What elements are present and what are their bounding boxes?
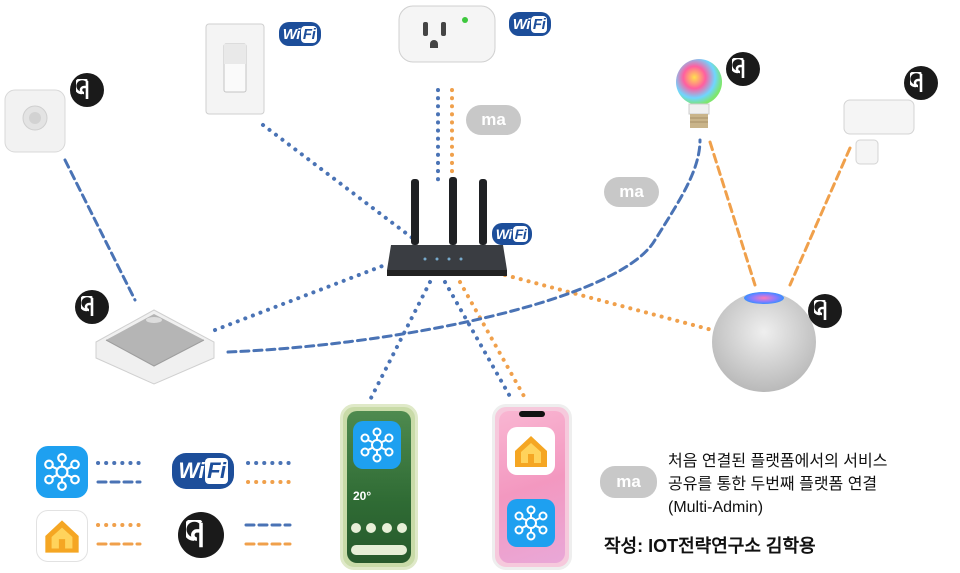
android-phone: 20° [340, 404, 418, 570]
multi-admin-badge: ma [604, 177, 659, 207]
link-bulb-homepod [708, 140, 757, 287]
legend-ma-line2: 공유를 통한 두번째 플랫폼 연결 [668, 476, 878, 493]
link-contact-homepod [788, 146, 852, 287]
iphone [492, 404, 572, 570]
wifi-badge-fi: Fi [512, 226, 529, 242]
motion-sensor [3, 88, 67, 154]
legend-ma-description: 처음 연결된 플랫폼에서의 서비스 공유를 통한 두번째 플랫폼 연결 (Mul… [668, 450, 887, 519]
smart-bulb [674, 56, 724, 140]
thread-icon [70, 73, 104, 107]
thread-icon [726, 52, 760, 86]
search-bar [351, 545, 407, 555]
legend-smartthings-icon [36, 446, 88, 498]
legend-wifi-fi: Fi [205, 458, 228, 484]
link-router-homepod [503, 273, 714, 332]
wifi-badge-fi: Fi [530, 15, 548, 33]
multi-admin-badge-text: ma [619, 182, 644, 201]
weather-widget: 20° [353, 489, 372, 503]
legend-ma-line1: 처음 연결된 플랫폼에서의 서비스 [668, 453, 888, 470]
legend-apple-home-icon [36, 510, 88, 562]
smartthings-hub [92, 300, 217, 385]
apple-home-app-icon [507, 427, 555, 475]
link-hub-bulb [226, 138, 702, 354]
homepod-mini [708, 284, 820, 394]
link-router-iphone-orange [458, 280, 527, 400]
link-sensor-hub [63, 158, 137, 302]
app-dock [351, 523, 407, 537]
link-switch-router [261, 123, 417, 242]
thread-icon [808, 294, 842, 328]
legend-ma-badge-text: ma [616, 472, 641, 491]
smartthings-app-icon [507, 499, 555, 547]
wifi-badge-text: Wi [495, 226, 512, 242]
legend-ma-line3: (Multi-Admin) [668, 499, 764, 516]
author-credit: 작성: IOT전략연구소 김학용 [604, 536, 816, 556]
legend-ma-badge: ma [600, 466, 657, 498]
link-router-iphone-blue [443, 280, 514, 402]
light-switch [204, 22, 266, 116]
thread-icon [904, 66, 938, 100]
wifi-badge-fi: Fi [300, 25, 318, 43]
legend-wifi-text: Wi [178, 458, 205, 483]
wifi-router [385, 175, 510, 280]
legend-thread-icon [178, 512, 224, 558]
thread-icon [75, 290, 109, 324]
wifi-badge-text: Wi [282, 25, 301, 43]
multi-admin-badge-text: ma [481, 110, 506, 129]
smartthings-app-icon [353, 421, 401, 469]
link-hub-router [213, 263, 387, 332]
smart-plug [397, 4, 497, 64]
link-router-pixel [368, 280, 432, 402]
multi-admin-badge: ma [466, 105, 521, 135]
contact-sensor [842, 96, 916, 168]
wifi-badge-text: Wi [512, 15, 531, 33]
